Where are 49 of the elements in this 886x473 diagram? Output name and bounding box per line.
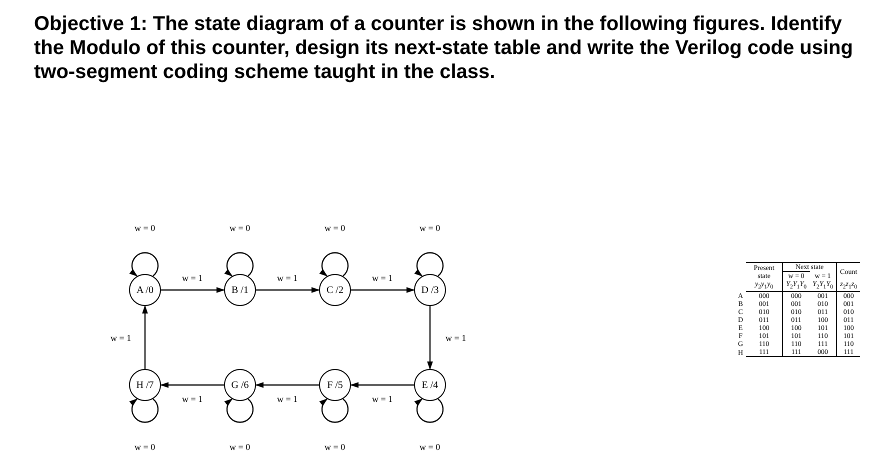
state-circle [414,369,446,401]
arrow [224,398,254,423]
state-label: H /7 [136,380,154,390]
state-label: E /4 [422,380,438,390]
edge-label: w = 1 [372,273,393,283]
state-label: F /5 [327,380,343,390]
arrow [129,398,159,423]
arrow [414,398,444,423]
edge-label: w = 1 [182,394,203,404]
arrow [319,398,349,423]
state-circle [224,369,256,401]
edge-label: w = 0 [420,223,440,233]
state-circle [129,369,161,401]
state-circle [129,274,161,306]
edge-label: w = 0 [324,223,346,233]
state-circle [319,274,351,306]
arrow [350,382,414,388]
arrow [142,305,148,369]
arrow [351,287,415,293]
state-label: D /3 [421,284,439,296]
arrow [427,306,433,370]
arrow [414,252,444,277]
state-label: C /2 [326,284,344,296]
edge-label: w = 1 [372,394,393,404]
state-label: A /0 [136,284,154,296]
edge-label: w = 1 [110,332,132,342]
edge-label: w = 0 [230,223,250,233]
arrow [129,252,159,277]
edge-label: w = 0 [324,442,346,452]
arrow [255,382,319,388]
title: Objective 1: The state diagram of a counter is shown in the following figures. Identify the Modulo of this counter, design its next-state table and write the Verilog code using two-segment coding scheme taught in the class. [34,12,854,84]
arrow [256,287,320,293]
state-label: G /6 [231,380,249,390]
edge-label: w = 1 [277,273,298,283]
edge-label: w = 0 [420,442,440,452]
arrow [319,252,349,277]
arrow [161,287,225,293]
state-label: B /1 [232,284,248,296]
edge-label: w = 1 [182,273,203,283]
edge-label: w = 0 [134,223,156,233]
edge-label: w = 1 [277,394,298,404]
arrow [160,382,224,388]
edge-label: w = 0 [134,442,156,452]
state-circle [414,274,446,306]
state-circle [224,274,256,306]
edge-label: w = 1 [446,332,466,342]
state-circle [319,369,351,401]
arrow [224,252,254,277]
edge-label: w = 0 [230,442,250,452]
